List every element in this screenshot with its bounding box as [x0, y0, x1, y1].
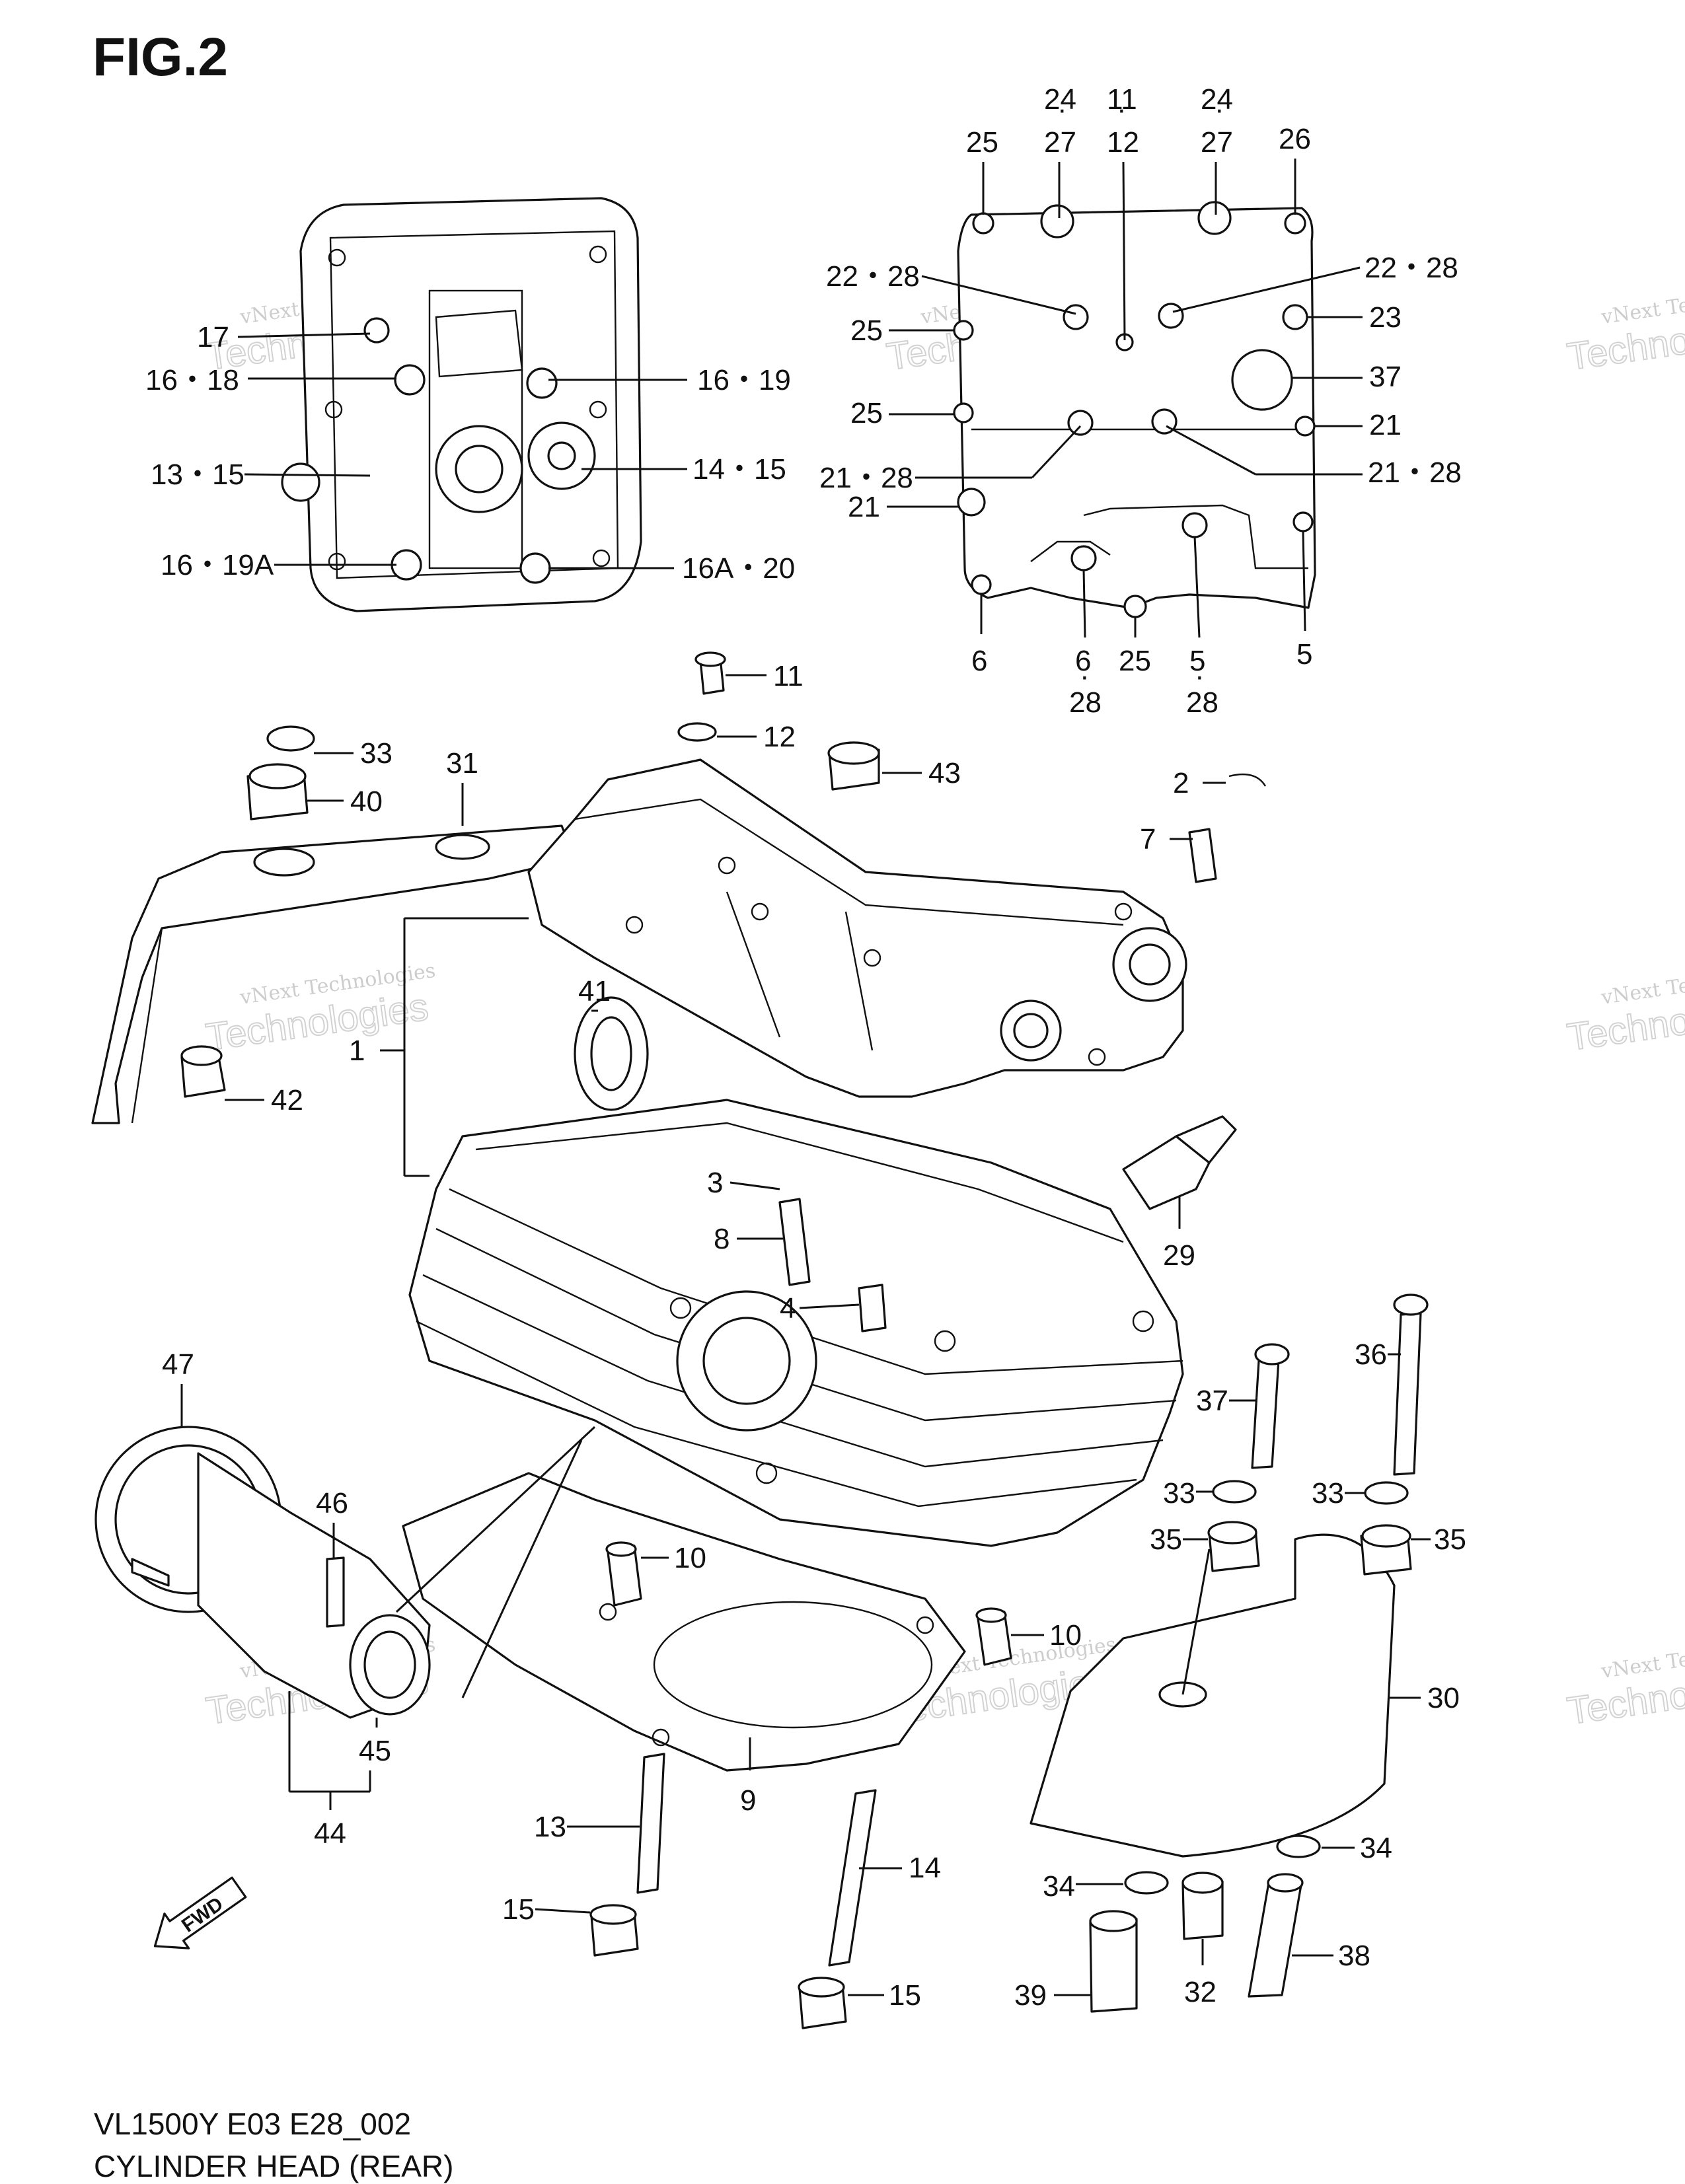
callout-label: 25	[850, 397, 883, 429]
callout-label: 24	[1201, 83, 1233, 116]
callout-label: 10	[1049, 1619, 1082, 1652]
callout-label: 29	[1163, 1239, 1195, 1272]
callout-label: 44	[314, 1817, 346, 1850]
callout-label: 16A・20	[682, 552, 795, 585]
callout-label: 2	[1173, 767, 1189, 799]
callout-label: 28	[1069, 686, 1102, 719]
callout-label: 21・28	[1368, 456, 1462, 489]
callout-label: 7	[1140, 823, 1156, 855]
callout-label: 32	[1184, 1976, 1217, 2008]
callout-label: 42	[271, 1084, 303, 1116]
top-left-callouts: 17 16・18 16・19 13・15 14・15 16・19A 16A・20	[145, 321, 795, 585]
callout-label: 15	[889, 1979, 921, 2012]
callout-label: 33	[360, 737, 393, 770]
callout-label: 21	[1369, 409, 1402, 441]
callout-label: 35	[1150, 1523, 1182, 1556]
callout-label: 27	[1044, 126, 1076, 159]
cylinder-head	[408, 1099, 1184, 1547]
callout-label: 47	[162, 1348, 194, 1381]
callout-label: 10	[674, 1542, 706, 1574]
callout-label: 16・18	[145, 364, 239, 396]
callout-label: 8	[714, 1223, 730, 1255]
fwd-arrow-icon: FWD	[153, 1876, 247, 1949]
callout-label: 45	[359, 1735, 391, 1767]
callout-label: 39	[1014, 1979, 1047, 2012]
diagram-name: CYLINDER HEAD (REAR)	[94, 2149, 454, 2183]
callout-label: 25	[1119, 645, 1151, 677]
callout-label: 12	[1107, 126, 1139, 159]
callout-label: 9	[740, 1784, 756, 1817]
dowel-pins-10	[605, 1541, 1012, 1666]
callout-label: 13・15	[151, 458, 244, 491]
callout-label: 1	[349, 1035, 365, 1067]
callout-label: 36	[1355, 1338, 1387, 1371]
callout-label: 14	[909, 1852, 941, 1884]
callout-label: 26	[1279, 123, 1311, 155]
callout-label: 43	[928, 757, 961, 789]
callout-label: 25	[966, 126, 998, 159]
head-cover-top-view	[953, 201, 1316, 618]
head-top-view	[281, 197, 642, 612]
top-right-callouts: 24 · 27 11 · 12 24 · 27 25 26 22・28 22・2…	[819, 83, 1462, 719]
callout-label: 4	[780, 1292, 796, 1325]
callout-label: 22・28	[1365, 252, 1458, 284]
callout-label: 46	[316, 1487, 348, 1519]
callout-label: 11	[1107, 83, 1137, 116]
callout-label: 22・28	[826, 260, 920, 293]
callout-dot: ·	[1117, 93, 1127, 126]
callout-label: 5	[1296, 638, 1312, 671]
callout-label: 6	[1075, 645, 1091, 677]
callout-dot: ·	[1215, 93, 1224, 126]
callout-dot: ·	[1080, 660, 1090, 692]
head-cover	[527, 758, 1187, 1098]
fasteners	[180, 651, 1429, 2029]
callout-label: 25	[850, 314, 883, 347]
callout-label: 35	[1434, 1523, 1466, 1556]
callout-label: 37	[1369, 361, 1402, 393]
callout-label: 17	[197, 321, 229, 353]
callout-label: 11	[773, 660, 804, 692]
callout-label: 38	[1338, 1940, 1370, 1972]
callout-label: 34	[1043, 1870, 1075, 1903]
callout-label: 30	[1427, 1682, 1460, 1714]
callout-label: 15	[502, 1893, 535, 1926]
callout-label: 37	[1196, 1385, 1228, 1417]
callout-label: 41	[578, 975, 611, 1007]
intake-pipe-47	[94, 1426, 431, 1719]
callout-label: 3	[707, 1167, 723, 1199]
main-callouts: 11 12 33 31 43 40 2 7 41 1 42 3 8 29 4 3…	[162, 660, 1466, 2012]
callout-label: 6	[971, 645, 987, 677]
callout-dot: ·	[1195, 660, 1205, 692]
callout-label: 34	[1360, 1832, 1392, 1864]
callout-label: 14・15	[693, 453, 786, 486]
callout-label: 21・28	[819, 462, 913, 494]
figure-title: FIG.2	[93, 27, 229, 87]
callout-label: 13	[534, 1811, 566, 1843]
callout-label: 16・19A	[161, 549, 274, 581]
callout-label: 33	[1163, 1477, 1195, 1510]
bracket-31	[91, 824, 576, 1124]
callout-label: 16・19	[697, 364, 791, 396]
callout-label: 28	[1186, 686, 1218, 719]
callout-label: 40	[350, 785, 383, 818]
callout-label: 27	[1201, 126, 1233, 159]
callout-label: 12	[763, 721, 796, 753]
callout-label: 5	[1189, 645, 1205, 677]
callout-label: 31	[446, 747, 478, 780]
gasket-9	[402, 1472, 966, 1772]
side-cover-30	[1030, 1533, 1396, 1858]
callout-label: 23	[1369, 301, 1402, 334]
callout-dot: ·	[1057, 93, 1067, 126]
callout-label: 21	[848, 491, 880, 523]
callout-label: 24	[1044, 83, 1076, 116]
callout-label: 33	[1312, 1477, 1344, 1510]
model-code: VL1500Y E03 E28_002	[94, 2107, 412, 2141]
